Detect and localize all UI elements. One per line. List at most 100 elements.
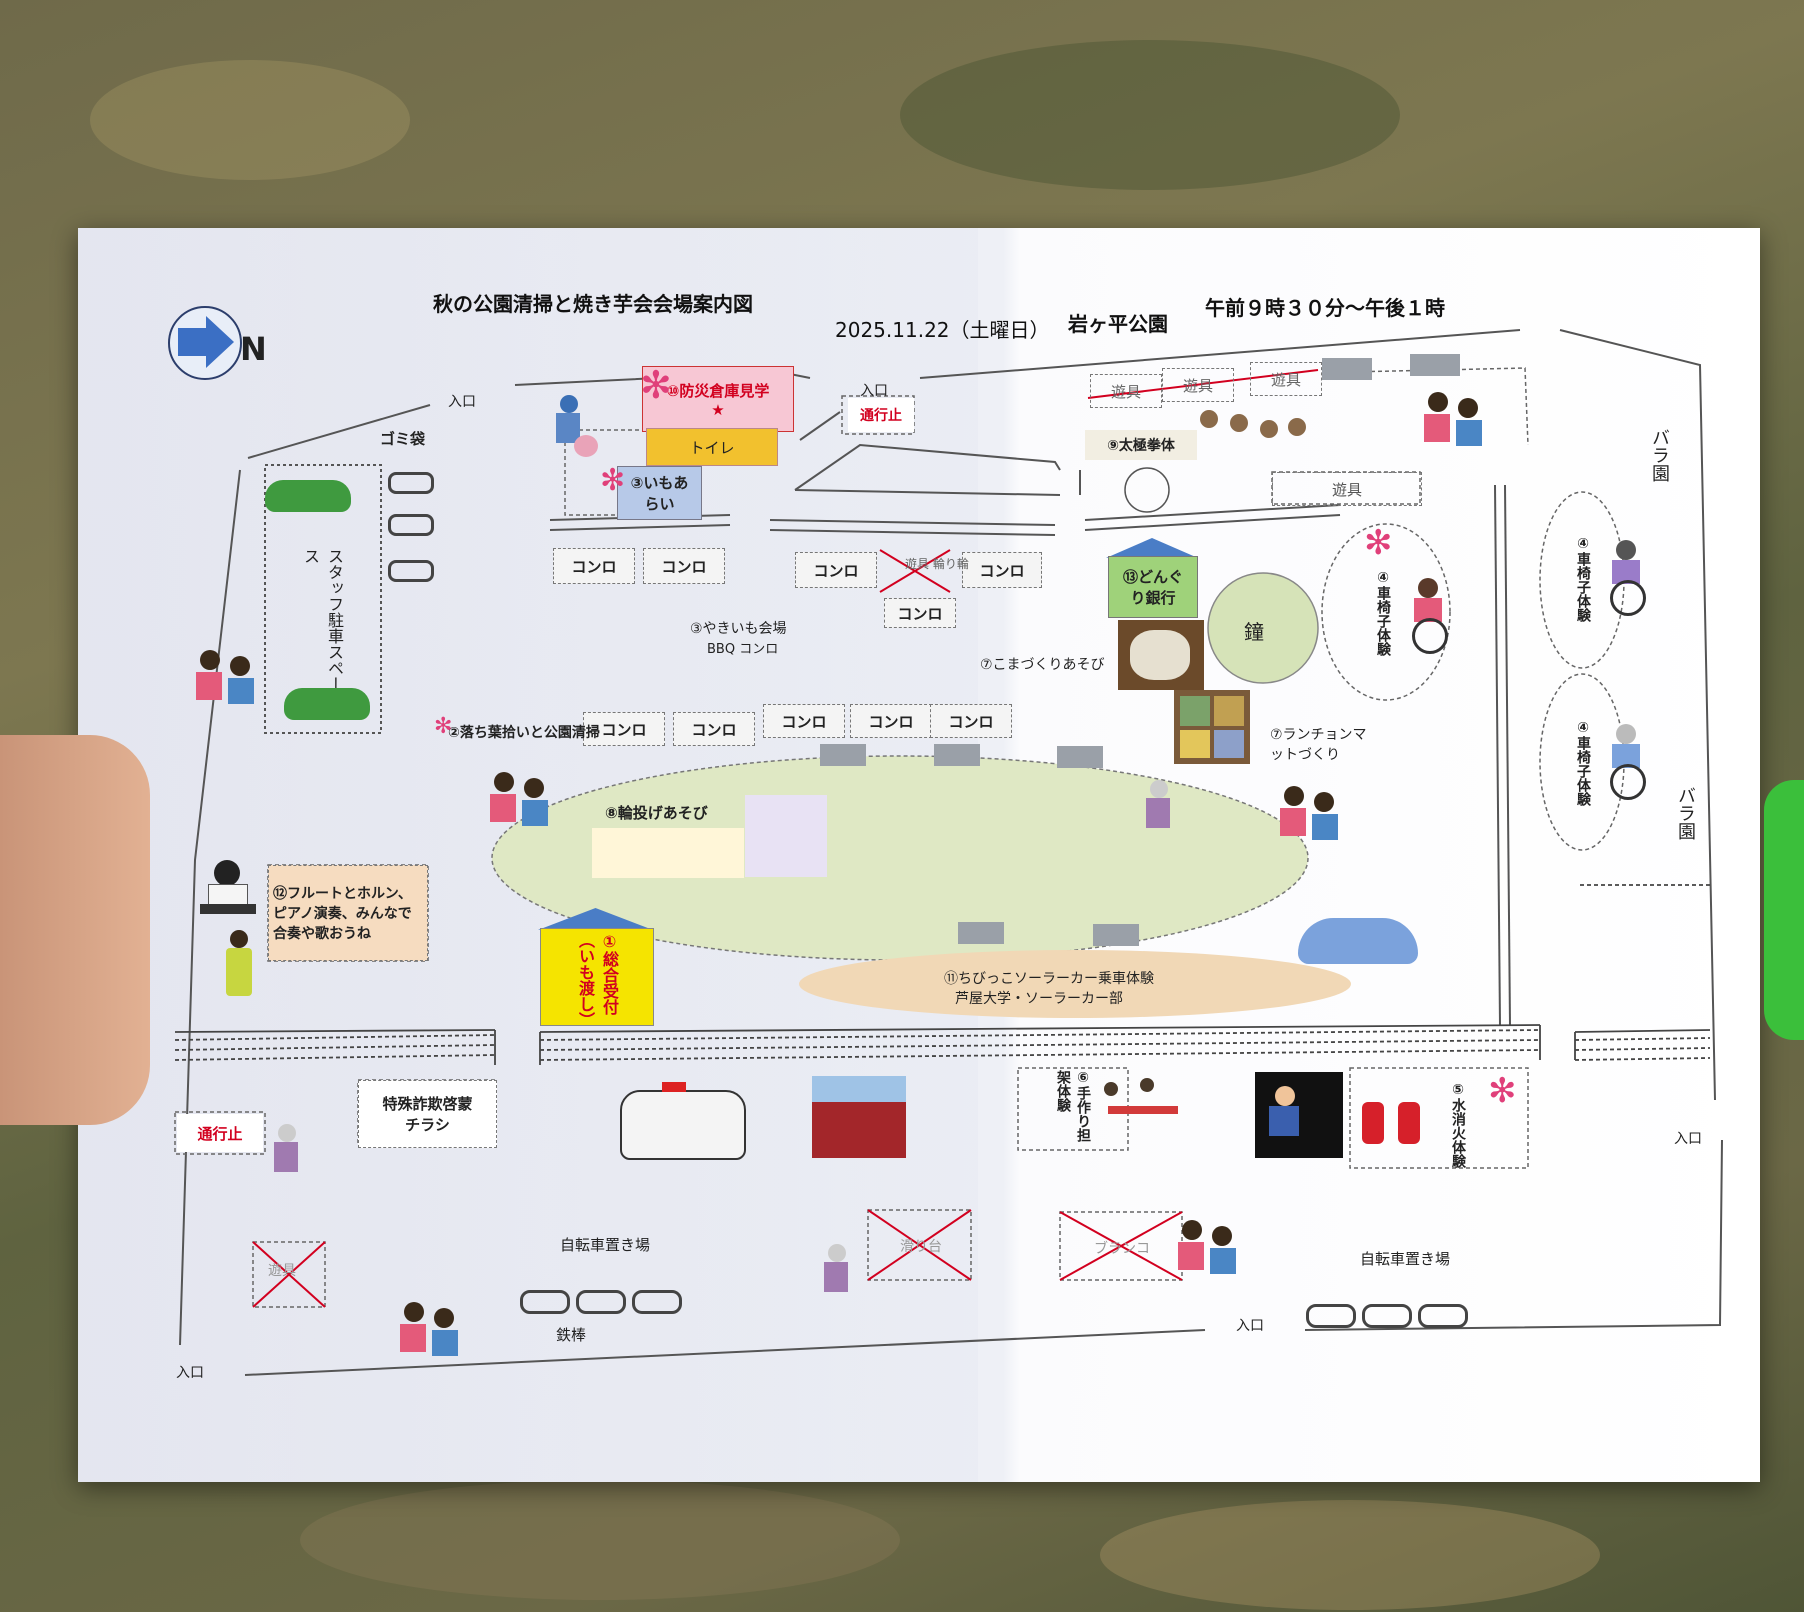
- entrance-top: 入口: [860, 383, 888, 399]
- playground-equipment: 遊具: [1250, 362, 1322, 396]
- ring-toss-image: [745, 795, 827, 877]
- konro-grill: コンロ: [884, 598, 956, 628]
- stretcher-experience-label: ⑥手作り担架体験: [1055, 1070, 1091, 1142]
- konro-grill: コンロ: [962, 552, 1042, 588]
- slide-label: 滑り台: [900, 1239, 942, 1255]
- green-object: [1764, 780, 1804, 1040]
- police-car-icon: [620, 1082, 746, 1160]
- flutist-icon: [222, 930, 256, 1000]
- bench: [958, 922, 1004, 944]
- playground-equipment: 遊具: [1272, 472, 1422, 506]
- kids-playing-image: [592, 828, 744, 878]
- fire-extinguisher-icon: [1362, 1102, 1384, 1144]
- konro-label: コンロ: [781, 712, 827, 731]
- entrance-bottom: 入口: [1236, 1318, 1264, 1334]
- kids-cleaning-icon: [1280, 786, 1344, 844]
- taichi-label: ⑨太極拳体: [1107, 438, 1175, 454]
- ring-toss-label: ⑧輪投げあそび: [605, 804, 708, 822]
- taichi-area: ⑨太極拳体: [1085, 430, 1197, 460]
- worker-cleaning-icon: [542, 395, 602, 459]
- wheelchair-icon: [1606, 540, 1650, 616]
- leaf-pickup-label: ②落ち葉拾いと公園清掃: [448, 725, 600, 741]
- potato-wash: ③いもあらい: [617, 466, 702, 520]
- fire-extinguisher-icon: [1398, 1102, 1420, 1144]
- luncheon-mat-label: ⑦ランチョンマットづくり: [1270, 727, 1367, 763]
- bench: [1093, 924, 1139, 946]
- konro-grill: コンロ: [930, 704, 1012, 738]
- konro-label: コンロ: [979, 561, 1025, 580]
- playground-label: 遊具: [1110, 382, 1141, 401]
- playground-equipment: 遊具: [1090, 374, 1162, 408]
- bench: [820, 744, 866, 766]
- kids-cleaning-icon: [196, 650, 260, 708]
- general-reception: ①総合受付（いも渡し）: [540, 928, 654, 1028]
- konro-label: コンロ: [813, 561, 859, 580]
- konro-grill: コンロ: [673, 712, 755, 746]
- entrance-bottom-left: 入口: [176, 1365, 204, 1381]
- people-exercise-icon: [1200, 410, 1310, 470]
- wheelchair-experience-label: ④車椅子体験: [1375, 570, 1391, 656]
- road-closed-left: 通行止: [177, 1114, 263, 1152]
- kids-cleaning-icon: [1424, 392, 1488, 450]
- bench: [934, 744, 980, 766]
- road-closed-top-label: 通行止: [860, 408, 902, 424]
- konro-label: コンロ: [601, 720, 647, 739]
- car-icon: [284, 688, 370, 720]
- disaster-warehouse: ⑩防災倉庫見学 ★: [642, 366, 794, 432]
- konro-label: コンロ: [948, 712, 994, 731]
- kids-cleaning-icon: [400, 1302, 464, 1360]
- water-fire-label: ⑤水消火体験: [1450, 1082, 1466, 1168]
- rose-garden-label: バラ園: [1675, 786, 1696, 840]
- entrance-right: 入口: [1674, 1131, 1702, 1147]
- bicycle-icon: [1306, 1290, 1468, 1334]
- bicycle-icon: [520, 1272, 682, 1316]
- potato-wash-label: ③いもあらい: [630, 474, 689, 513]
- wheelchair-icon: [1408, 578, 1452, 654]
- staff-parking-label: スタッフ駐車スペース: [301, 548, 344, 692]
- stretcher-people-icon: [1104, 1076, 1184, 1136]
- compass: [168, 306, 242, 380]
- garbage-bag-label: ゴミ袋: [380, 430, 426, 448]
- flower-icon: ✻: [600, 463, 626, 498]
- playground-equipment: 遊具: [1162, 368, 1234, 402]
- kids-cleaning-icon: [490, 772, 554, 830]
- music-performance-label: ⑫フルートとホルン、ピアノ演奏、みんなで合奏や歌おうね: [273, 886, 412, 942]
- konro-grill: コンロ: [583, 712, 665, 746]
- person-sweeping-icon: [818, 1244, 858, 1300]
- flower-icon: ✻: [640, 363, 672, 407]
- rose-garden-label: バラ園: [1649, 428, 1670, 482]
- person-sweeping-icon: [268, 1124, 308, 1180]
- solar-car-icon: [1298, 918, 1418, 964]
- playground-label: 遊具: [1331, 480, 1362, 499]
- arrow-head: [206, 316, 234, 368]
- playground-label: 遊具: [268, 1263, 296, 1279]
- solar-car-label: ⑪ちびっこソーラーカー乗車体験: [944, 971, 1154, 987]
- bike-parking-right-label: 自転車置き場: [1360, 1250, 1451, 1268]
- bench: [1057, 746, 1103, 768]
- bicycle-icon: [388, 452, 436, 592]
- fire-truck-image: [812, 1076, 906, 1158]
- road-closed-left-label: 通行止: [197, 1124, 243, 1143]
- wheelchair-experience-right2-label: ④車椅子体験: [1575, 720, 1591, 806]
- konro-label: コンロ: [897, 604, 943, 623]
- general-reception-label: ①総合受付（いも渡し）: [576, 932, 619, 1028]
- wheelchair-experience-right1-label: ④車椅子体験: [1575, 536, 1591, 622]
- spinning-top-image: [1118, 620, 1204, 690]
- compass-label: N: [240, 330, 267, 368]
- fraud-flyer: 特殊詐欺啓蒙チラシ: [358, 1080, 497, 1148]
- disaster-warehouse-label: ⑩防災倉庫見学 ★: [666, 381, 770, 419]
- car-icon: [265, 480, 351, 512]
- konro-label: コンロ: [661, 557, 707, 576]
- bike-parking-left-label: 自転車置き場: [560, 1236, 651, 1254]
- toilet-label: トイレ: [689, 438, 735, 457]
- wheelchair-icon: [1606, 724, 1650, 800]
- arrow-right-icon: [178, 328, 208, 356]
- bell-label: 鐘: [1244, 620, 1264, 644]
- playground-label: 遊具: [1182, 376, 1213, 395]
- konro-label: コンロ: [571, 557, 617, 576]
- fire-extinguisher-person-image: [1255, 1072, 1343, 1158]
- bbq-label: BBQ コンロ: [707, 642, 779, 657]
- bench: [1410, 354, 1460, 376]
- playground-ring-label: 遊具 輪り輪: [905, 557, 969, 571]
